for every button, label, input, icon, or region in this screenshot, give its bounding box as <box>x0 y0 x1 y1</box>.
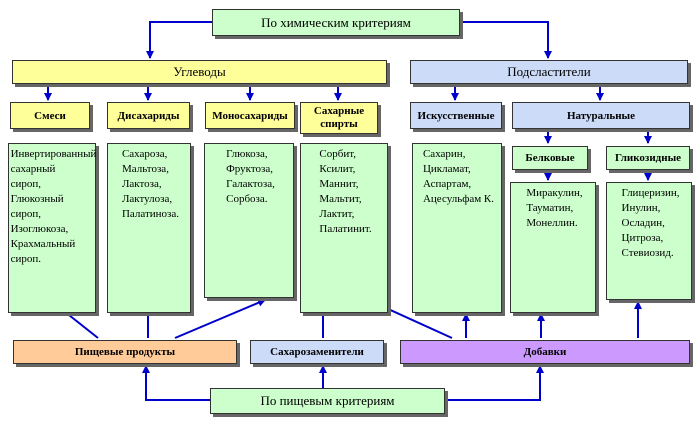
additives-box: Добавки <box>400 340 690 364</box>
arrow-bottom-to-food <box>142 365 210 401</box>
natural-header: Натуральные <box>512 102 690 129</box>
protein-list: Миракулин,Тауматин, Монеллин. <box>510 182 596 313</box>
glycoside-header: Гликозидные <box>606 146 690 170</box>
arrow-top-to-sweeteners <box>460 21 552 59</box>
disaccharides-list: Сахароза,Мальтоза, Лактоза,Лактулоза, Па… <box>107 143 191 313</box>
disaccharides-header: Дисахариды <box>107 102 190 129</box>
artificial-list: Сахарин,Цикламат, Аспартам,Ацесульфам К. <box>412 143 502 313</box>
sweeteners-box: Подсластители <box>410 60 688 84</box>
sugar-alcohols-list: Сорбит,Ксилит, Маннит,Мальтит, Лактит,Па… <box>300 143 388 313</box>
arrow-top-to-carbs <box>146 21 212 59</box>
monosaccharides-header: Моносахариды <box>205 102 295 129</box>
carbohydrates-box: Углеводы <box>12 60 387 84</box>
sugar-substitutes-box: Сахарозаменители <box>250 340 384 364</box>
chemical-criteria-box: По химическим критериям <box>212 9 460 36</box>
arrow-bottom-to-additives <box>445 365 544 401</box>
sugar-alcohols-header: Сахарные спирты <box>300 102 378 134</box>
artificial-header: Искусственные <box>410 102 502 129</box>
food-criteria-box: По пищевым критериям <box>210 388 445 414</box>
protein-header: Белковые <box>512 146 588 170</box>
food-products-box: Пищевые продукты <box>13 340 237 364</box>
monosaccharides-list: Глюкоза,Фруктоза, Галактоза,Сорбоза. <box>204 143 294 298</box>
glycoside-list: Глицеризин,Инулин, Осладин,Цитроза, Стев… <box>606 182 692 300</box>
mixtures-header: Смеси <box>10 102 90 129</box>
